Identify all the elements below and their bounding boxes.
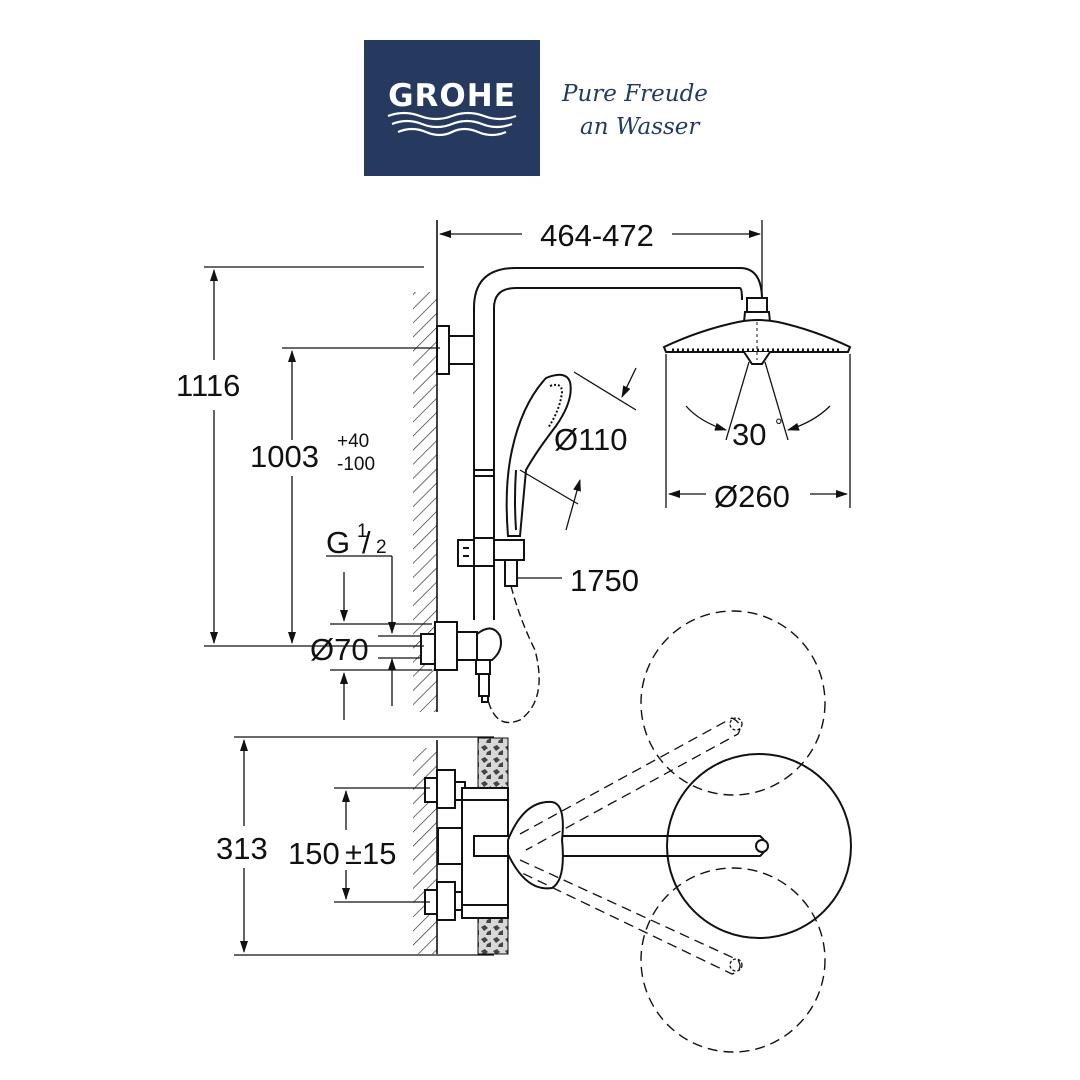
dim-height-tol-minus: -100 xyxy=(337,454,375,475)
dim-arm-reach: 464-472 xyxy=(540,218,654,253)
dim-thread-numerator: 1 xyxy=(357,521,368,542)
dim-centers-distance: 150 xyxy=(288,836,340,871)
dimension-lines-lower xyxy=(234,736,494,956)
dimension-lines-upper xyxy=(204,220,851,720)
dim-hose-length: 1750 xyxy=(570,563,639,598)
dim-head-shower-diameter: Ø260 xyxy=(714,479,790,514)
shower-column xyxy=(436,267,772,620)
dim-centers-tolerance: ±15 xyxy=(345,836,397,871)
dim-hand-shower-diameter: Ø110 xyxy=(554,422,628,457)
head-shower xyxy=(662,319,852,365)
brand-name: GROHE xyxy=(388,78,516,114)
dim-total-height: 1116 xyxy=(176,368,240,403)
dim-thread-denominator: 2 xyxy=(376,537,387,558)
swivel-range xyxy=(519,610,852,1053)
thermostat-mixer-top xyxy=(424,769,769,921)
logo-waves-icon xyxy=(387,111,517,137)
slogan-line-1: Pure Freude xyxy=(561,81,708,107)
dim-head-swivel-angle: 30 xyxy=(732,417,766,452)
lower-connection xyxy=(420,621,502,703)
slider-holder xyxy=(457,537,525,587)
dim-height-adjust: 1003 xyxy=(250,439,319,474)
dim-mixer-height: 313 xyxy=(216,831,268,866)
grohe-logo: GROHE xyxy=(364,40,540,176)
logo-background xyxy=(364,40,540,176)
dim-rosette-diameter: Ø70 xyxy=(310,632,369,667)
dim-height-tol-plus: +40 xyxy=(337,431,369,452)
hand-shower xyxy=(505,373,572,537)
slogan-line-2: an Wasser xyxy=(580,114,701,140)
dim-thread-slash: / xyxy=(362,525,371,560)
dim-thread-prefix: G xyxy=(326,525,350,560)
shower-hose xyxy=(487,585,540,724)
dim-head-swivel-unit: ° xyxy=(775,416,783,437)
